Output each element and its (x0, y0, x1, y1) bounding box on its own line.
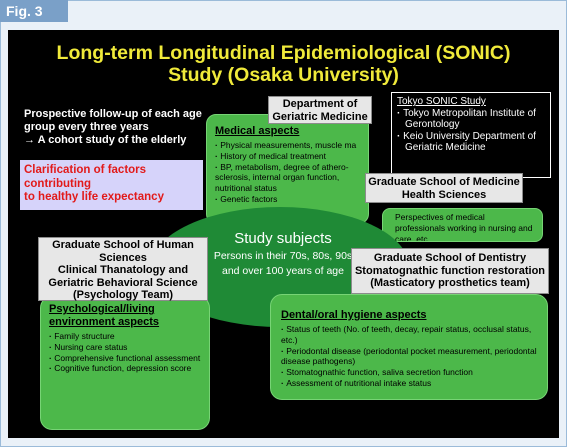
tokyo-item: Keio University Department of Geriatric … (397, 131, 545, 154)
psych-item: Cognitive function, depression score (49, 363, 203, 374)
human-sciences-line: Clinical Thanatology and (57, 264, 189, 276)
psych-item: Comprehensive functional assessment (49, 353, 203, 364)
intro-text: Prospective follow-up of each age group … (24, 108, 224, 147)
psychological-aspects-box: Psychological/living environment aspects… (40, 296, 210, 430)
medical-aspects-list: Physical measurements, muscle ma History… (215, 140, 362, 205)
medical-item: Physical measurements, muscle ma (215, 140, 362, 151)
tokyo-heading: Tokyo SONIC Study (397, 96, 486, 107)
study-subjects-line-2: and over 100 years of age (221, 265, 344, 277)
study-subjects-line-1: Persons in their 70s, 80s, 90s (213, 250, 353, 262)
psych-list: Family structure Nursing care status Com… (49, 331, 203, 374)
clarification-line-3: to healthy life expectancy (24, 191, 164, 203)
intro-line-2: group every three years (24, 121, 149, 133)
title-line-2: Study (Osaka University) (168, 64, 399, 86)
slide-title: Long-term Longitudinal Epidemiological (… (28, 42, 539, 86)
dental-item: Assessment of nutritional intake status (281, 378, 541, 389)
nursing-text: Perspectives of medical professionals wo… (395, 212, 533, 242)
medical-aspects-heading: Medical aspects (215, 125, 300, 137)
nursing-perspectives-box: Perspectives of medical professionals wo… (382, 208, 543, 242)
human-sciences-line: (Psychology Team) (72, 289, 174, 301)
clarification-box: Clarification of factors contributing to… (20, 160, 203, 210)
medical-item: History of medical treatment (215, 151, 362, 162)
medical-item: BP, metabolism, degree of athero-scleros… (215, 162, 362, 194)
intro-line-3: → A cohort study of the elderly (24, 134, 187, 146)
medical-aspects-box: Medical aspects Physical measurements, m… (206, 114, 369, 224)
health-sciences-line-2: Health Sciences (401, 188, 487, 201)
study-subjects-title: Study subjects (234, 230, 332, 247)
tokyo-item: Tokyo Metropolitan Institute of Gerontol… (397, 108, 545, 131)
human-sciences-label: Graduate School of Human Sciences Clinic… (38, 237, 208, 301)
health-sciences-label: Graduate School of Medicine Health Scien… (365, 173, 523, 203)
tokyo-list: Tokyo Metropolitan Institute of Gerontol… (397, 108, 545, 154)
dental-heading: Dental/oral hygiene aspects (281, 309, 427, 321)
dentistry-line: Stomatognathic function restoration (354, 264, 546, 277)
intro-line-1: Prospective follow-up of each age (24, 108, 202, 120)
clarification-line-1: Clarification of factors (24, 164, 147, 176)
human-sciences-line: Sciences (99, 251, 147, 264)
dentistry-label: Graduate School of Dentistry Stomatognat… (351, 248, 549, 294)
study-subjects-desc: Persons in their 70s, 80s, 90s and over … (193, 249, 373, 279)
dental-item: Status of teeth (No. of teeth, decay, re… (281, 324, 541, 346)
slide-panel: Long-term Longitudinal Epidemiological (… (8, 30, 559, 438)
geriatric-line-1: Department of (282, 98, 358, 110)
dentistry-line: (Masticatory prosthetics team) (370, 277, 530, 289)
psych-item: Family structure (49, 331, 203, 342)
dentistry-line: Graduate School of Dentistry (373, 252, 527, 264)
psych-heading-line-2: environment aspects (49, 316, 160, 328)
dental-aspects-box: Dental/oral hygiene aspects Status of te… (270, 294, 548, 400)
tokyo-sonic-box: Tokyo SONIC Study Tokyo Metropolitan Ins… (391, 92, 551, 178)
clarification-line-2: contributing (24, 177, 92, 190)
human-sciences-line: Graduate School of Human (52, 239, 194, 251)
dental-item: Periodontal disease (periodontal pocket … (281, 346, 541, 368)
title-line-1: Long-term Longitudinal Epidemiological (… (56, 42, 511, 64)
geriatric-line-2: Geriatric Medicine (272, 110, 368, 123)
dental-list: Status of teeth (No. of teeth, decay, re… (281, 324, 541, 389)
geriatric-medicine-label: Department of Geriatric Medicine (268, 96, 372, 124)
figure-tab: Fig. 3 (0, 0, 68, 22)
psych-item: Nursing care status (49, 342, 203, 353)
human-sciences-line: Geriatric Behavioral Science (48, 276, 198, 289)
health-sciences-line-1: Graduate School of Medicine (368, 176, 520, 188)
medical-item: Genetic factors (215, 194, 362, 205)
dental-item: Stomatognathic function, saliva secretio… (281, 367, 541, 378)
psych-heading-line-1: Psychological/living (49, 303, 155, 315)
